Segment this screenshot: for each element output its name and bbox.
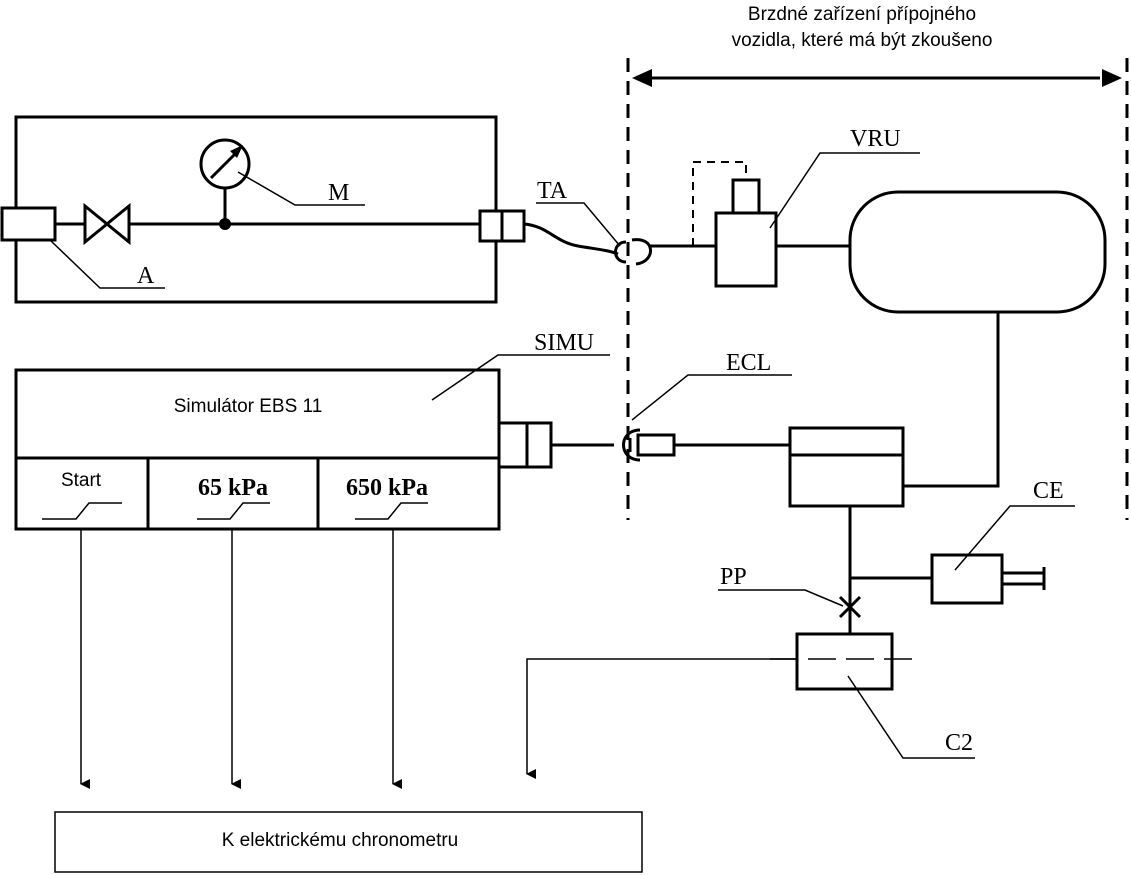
chronometer-label: K elektrickému chronometru (222, 830, 459, 851)
coupling-head-ta (614, 238, 652, 266)
header-line-1: Brzdné zařízení přípojného (748, 4, 976, 25)
step-signal-icon (355, 502, 428, 520)
label-c2: C2 (945, 730, 973, 756)
label-ecl: ECL (726, 350, 771, 376)
connector-a (0, 206, 57, 242)
ebs-modulator (788, 426, 905, 508)
simulator-cell-650kpa: 650 kPa (346, 475, 428, 501)
pressure-point-cross-icon (838, 595, 862, 619)
simulator-box (14, 368, 501, 531)
header-line-2: vozidla, které má být zkoušeno (732, 30, 993, 51)
coupling-hose (523, 222, 619, 256)
simulator-cell-65kpa: 65 kPa (198, 475, 268, 501)
label-a: A (137, 263, 155, 289)
valve-vru (714, 178, 778, 288)
pressure-gauge-icon (199, 138, 251, 190)
valve-icon (83, 202, 131, 246)
step-signal-icon (42, 502, 122, 520)
label-m: M (328, 180, 349, 206)
coupling-connector (478, 209, 526, 243)
chronometer-box (54, 811, 643, 873)
simulator-title: Simulátor EBS 11 (174, 396, 323, 417)
component-ce (930, 553, 1004, 605)
component-c2 (770, 632, 912, 691)
label-pp: PP (720, 564, 747, 590)
step-signal-icon (197, 502, 270, 520)
electrical-coupling-ecl (622, 428, 676, 462)
simulator-cell-start: Start (61, 470, 102, 491)
label-ce: CE (1033, 478, 1064, 504)
label-ta: TA (537, 178, 568, 204)
air-reservoir (848, 190, 1107, 314)
signal-line-c2 (526, 658, 797, 779)
scope-dimension-arrow (632, 69, 1122, 87)
control-line-dashed (692, 161, 747, 246)
label-vru: VRU (850, 126, 901, 152)
label-simu: SIMU (534, 330, 594, 356)
simu-connector (497, 421, 553, 469)
